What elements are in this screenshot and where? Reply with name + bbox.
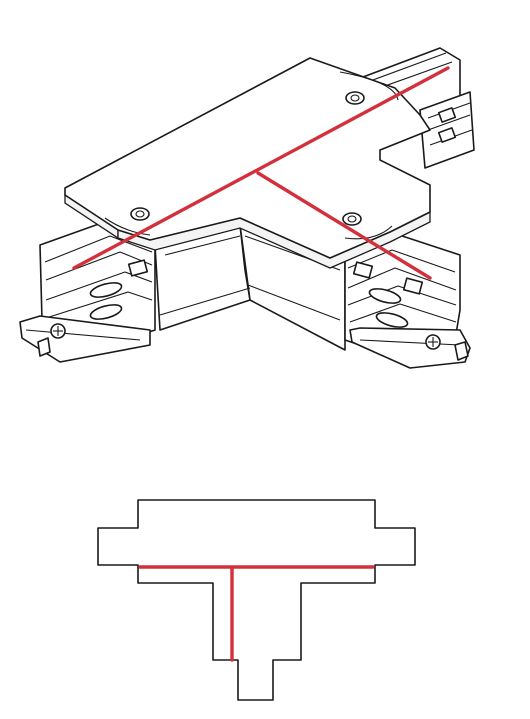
conductor-lines-isometric [72,66,450,280]
conductor-branch-isometric [256,171,432,280]
screw-icon [425,334,441,350]
mounting-hole-icon [130,207,150,221]
t-connector-isometric-view [19,47,475,369]
t-connector-plan-view [97,499,416,701]
mounting-hole-icon [345,91,365,105]
left-track-section [19,219,156,363]
mounting-hole-icon [342,212,362,226]
front-right-track-section [344,231,471,369]
screw-icon [50,323,66,339]
cover-plate [64,57,431,269]
conductor-main-isometric [72,66,450,270]
plan-outline [97,499,416,701]
conductor-lines-plan [138,565,375,662]
